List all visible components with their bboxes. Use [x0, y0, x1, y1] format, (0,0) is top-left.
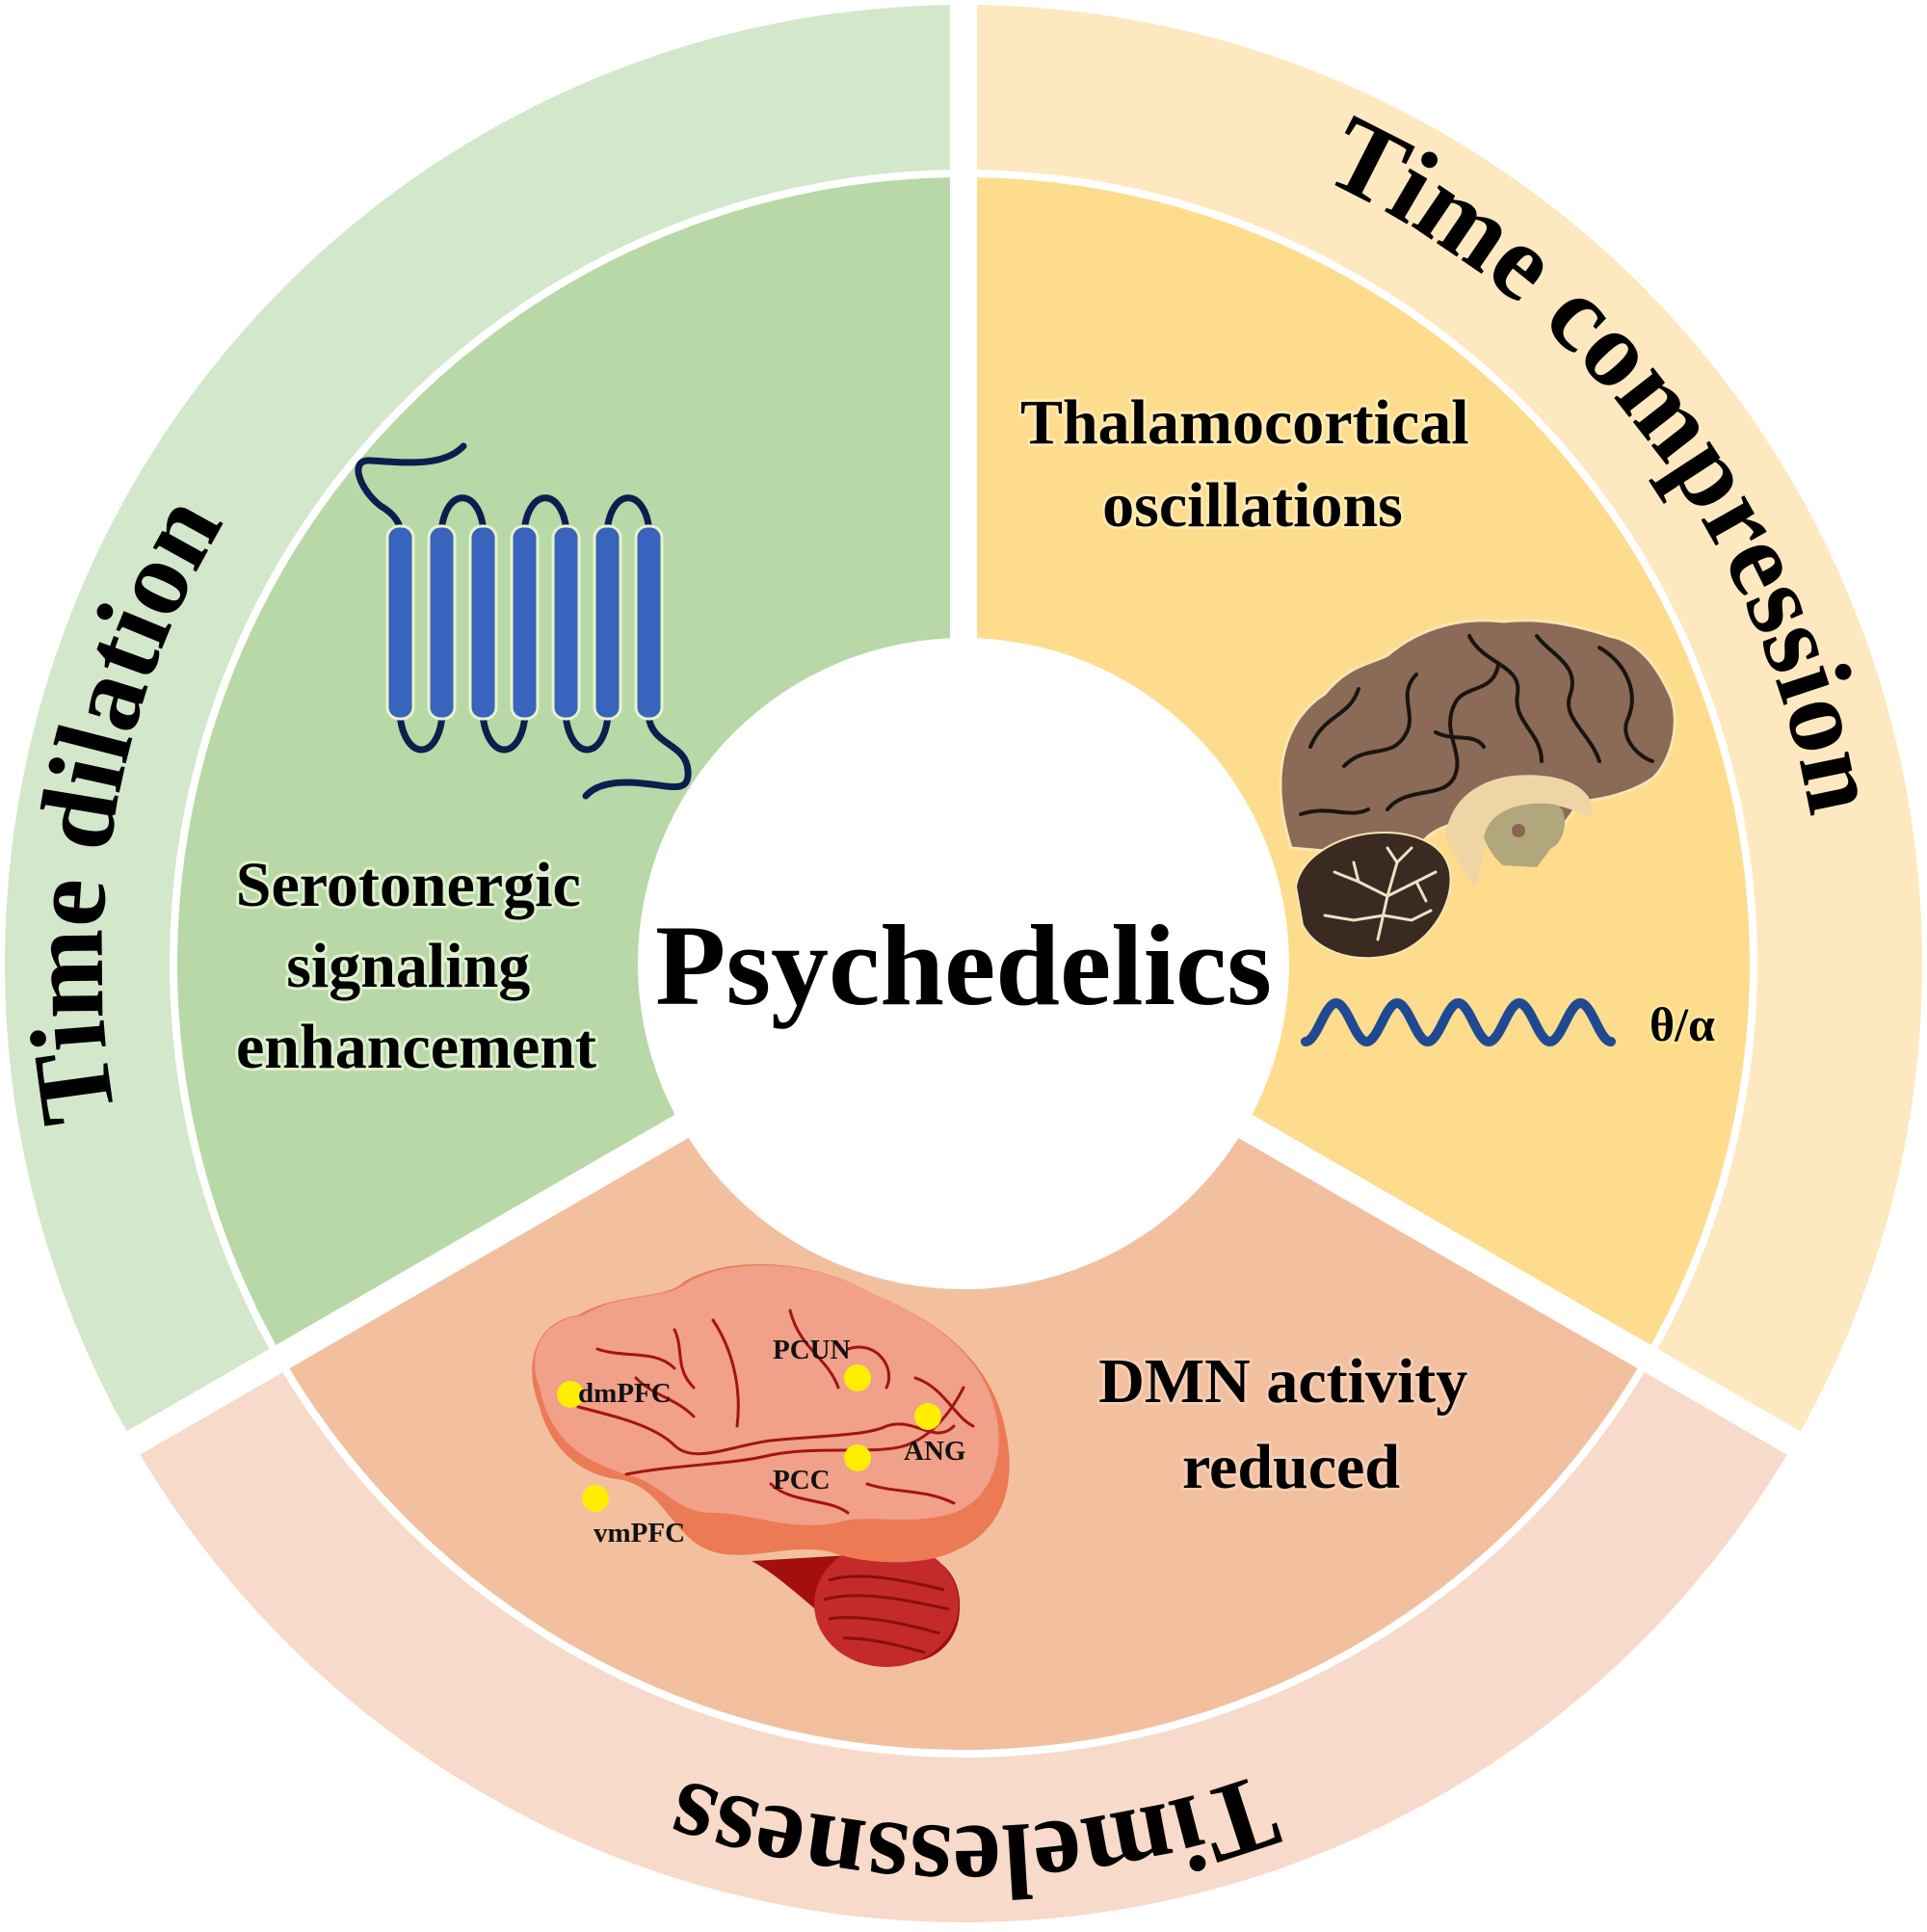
sagittal-brain-icon [1279, 619, 1676, 960]
center-circle [638, 638, 1289, 1289]
mechanism-line: signaling [286, 931, 530, 1001]
sector-timelessness: DMN activity reduced [532, 1263, 1484, 1667]
dmn-dot-vmpfc [582, 1485, 609, 1512]
thalamus [1484, 803, 1566, 867]
cortex [535, 1265, 999, 1525]
sector-time-dilation: Serotonergic signaling enhancement [233, 442, 692, 1085]
center-title: Psychedelics [655, 901, 1272, 1029]
transmembrane-helix [468, 524, 498, 721]
intracellular-loop-1 [396, 711, 446, 754]
pineal-dot [1512, 824, 1525, 837]
dmn-dot-pcc [844, 1444, 871, 1471]
extracellular-loop-1 [437, 494, 488, 536]
mechanism-line: enhancement [236, 1012, 596, 1082]
mechanism-line: Thalamocortical [1020, 387, 1469, 458]
outer-band-timelessness [140, 1372, 1787, 1922]
mechanism-line: oscillations [1102, 470, 1403, 541]
lateral-brain-icon: PCUN dmPFC ANG PCC vmPFC [532, 1263, 1010, 1667]
corpus-callosum [1445, 775, 1593, 887]
dmn-label-vmpfc: vmPFC [594, 1518, 685, 1548]
intracellular-loop-2 [479, 711, 529, 754]
n-terminus [355, 442, 467, 536]
sulci-lines [576, 1309, 975, 1515]
dmn-dot-pcun [844, 1364, 871, 1391]
cerebellum [1294, 832, 1452, 960]
c-terminus [582, 711, 692, 800]
dmn-label-pcun: PCUN [773, 1335, 851, 1365]
transmembrane-helix [634, 524, 664, 721]
mechanism-line: reduced [1182, 1432, 1400, 1502]
receptor-7tm-icon [355, 442, 692, 800]
extracellular-loop-2 [520, 494, 570, 536]
transmembrane-helix [593, 524, 622, 721]
dmn-dot-ang [914, 1403, 941, 1430]
outer-band-time-dilation [5, 5, 951, 1432]
dmn-region-markers: PCUN dmPFC ANG PCC vmPFC [557, 1335, 965, 1548]
wave-label: θ/α [1650, 997, 1715, 1051]
transmembrane-helix [385, 524, 415, 721]
dmn-label-ang: ANG [904, 1436, 965, 1467]
intracellular-loop-3 [562, 711, 612, 754]
outer-band-time-compression [976, 5, 1922, 1432]
mechanism-line: DMN activity [1098, 1346, 1467, 1416]
mechanism-line: Serotonergic [236, 850, 581, 920]
dmn-dot-dmpfc [557, 1381, 584, 1408]
transmembrane-helix [551, 524, 581, 721]
mechanism-label-thalamocortical: Thalamocortical oscillations [1020, 387, 1485, 541]
transmembrane-helix [427, 524, 457, 721]
arbor-vitae [1323, 846, 1438, 941]
sector-time-compression: Thalamocortical oscillations [1017, 384, 1718, 1054]
mechanism-label-serotonergic: Serotonergic signaling enhancement [236, 850, 597, 1082]
cerebellum-folia [823, 1575, 950, 1654]
mechanism-label-dmn: DMN activity reduced [1098, 1346, 1484, 1502]
theta-alpha-wave-icon [1301, 997, 1616, 1047]
inner-band-time-dilation [176, 177, 951, 1345]
gyri-lines [1299, 634, 1654, 816]
dmn-label-pcc: PCC [773, 1465, 831, 1495]
extracellular-loop-3 [603, 494, 653, 536]
dmn-label-dmpfc: dmPFC [578, 1378, 672, 1409]
transmembrane-helix [510, 524, 540, 721]
cerebellum [814, 1542, 959, 1667]
